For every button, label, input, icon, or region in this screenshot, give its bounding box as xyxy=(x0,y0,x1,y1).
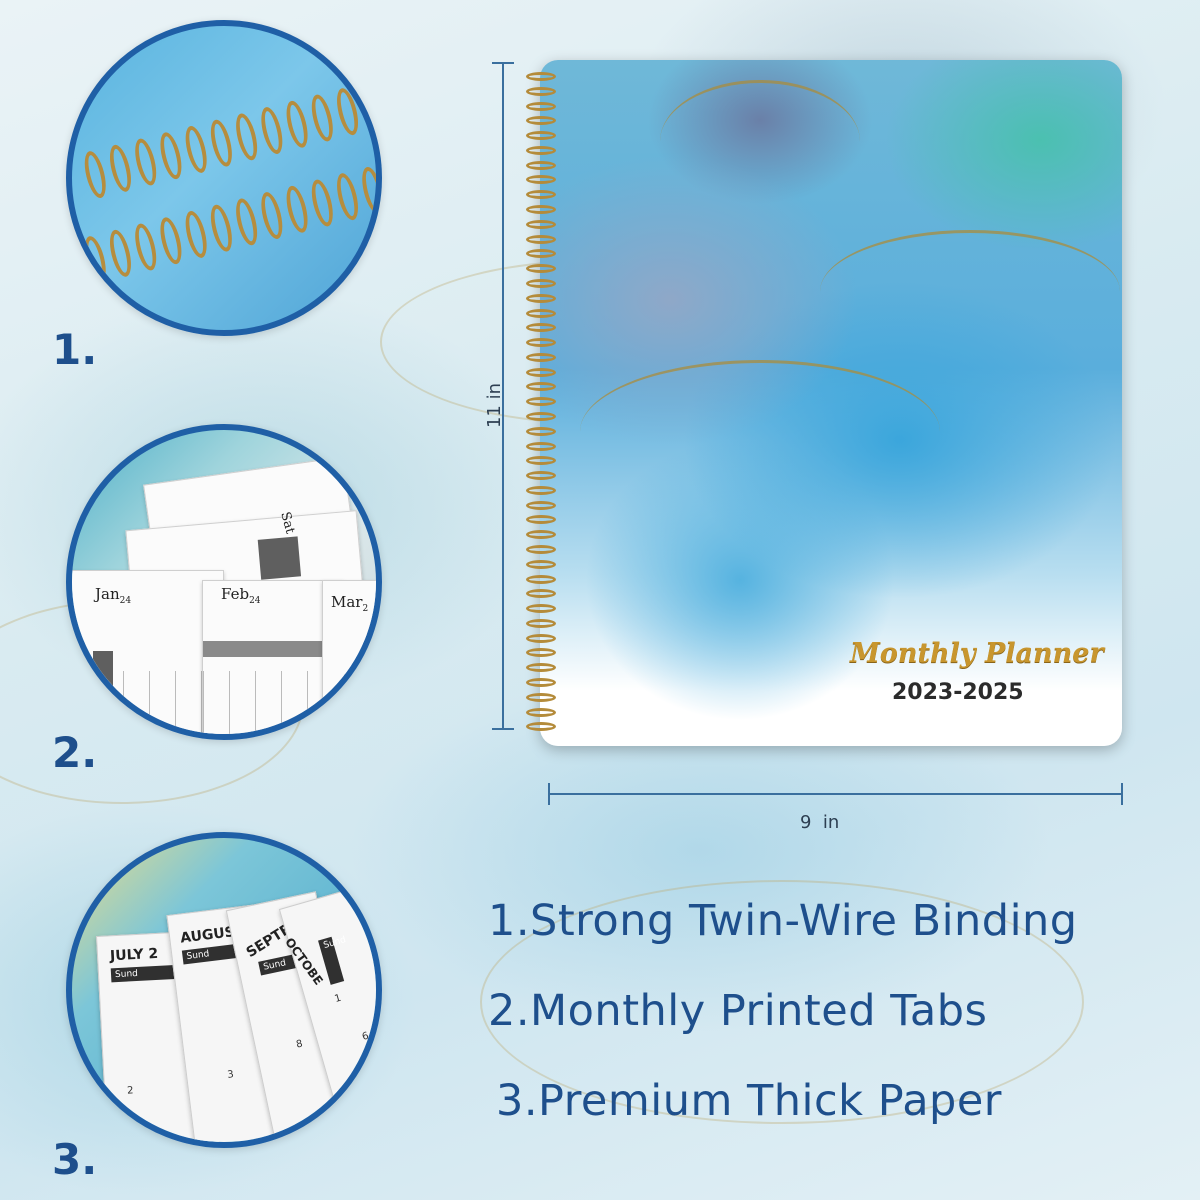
day-number: 8 xyxy=(295,1038,304,1051)
paper-detail-circle: JULY 2 Sund 2 AUGUST Sund 3 10 SEPTE Sun… xyxy=(66,832,382,1148)
grey-header-bar xyxy=(257,536,302,580)
tab-card-jan: Jan24 Marston xyxy=(72,570,224,734)
width-dimension-line xyxy=(548,783,1123,805)
height-dimension-label: 11 in xyxy=(484,382,506,429)
gold-vein xyxy=(820,230,1120,353)
detail-number-2: 2. xyxy=(52,728,98,777)
day-number: 2 xyxy=(126,1085,134,1097)
day-number: 15 xyxy=(315,1134,331,1148)
tab-card-mar: Mar2 xyxy=(322,580,376,734)
month-title-july: JULY 2 xyxy=(109,945,159,965)
gold-vein xyxy=(660,80,860,203)
tab-label-mar: Mar2 xyxy=(331,593,369,614)
feature-tabs: 2.Monthly Printed Tabs xyxy=(488,986,988,1036)
background-marble-vein xyxy=(480,880,1084,1124)
grey-header-bar xyxy=(93,651,113,734)
day-header-bar: Saturd xyxy=(354,1081,376,1111)
tab-label-feb: Feb24 xyxy=(221,585,261,606)
day-number: 6 xyxy=(360,1030,371,1043)
day-number: 1 xyxy=(333,992,343,1006)
grey-header-bar xyxy=(203,641,343,657)
spiral-binding xyxy=(526,72,560,732)
planner-cover: Monthly Planner 2023-2025 xyxy=(540,60,1122,746)
day-number: 3 xyxy=(226,1069,235,1081)
tab-label-jan: Jan24 xyxy=(95,585,132,606)
height-dimension-line xyxy=(492,62,514,730)
cover-years: 2023-2025 xyxy=(892,680,1024,705)
tabs-detail-circle: Sat Jan24 Marston Feb24 Mar2 xyxy=(66,424,382,740)
width-dimension-label: 9 in xyxy=(800,812,840,833)
detail-number-3: 3. xyxy=(52,1135,98,1184)
binding-detail-circle xyxy=(66,20,382,336)
tab-card-feb: Feb24 xyxy=(202,580,344,734)
cover-title: Monthly Planner xyxy=(850,638,1104,669)
calendar-grid xyxy=(203,671,343,734)
feature-binding: 1.Strong Twin-Wire Binding xyxy=(488,896,1078,946)
gold-vein xyxy=(580,360,940,503)
detail-number-1: 1. xyxy=(52,325,98,374)
feature-paper: 3.Premium Thick Paper xyxy=(496,1076,1002,1126)
